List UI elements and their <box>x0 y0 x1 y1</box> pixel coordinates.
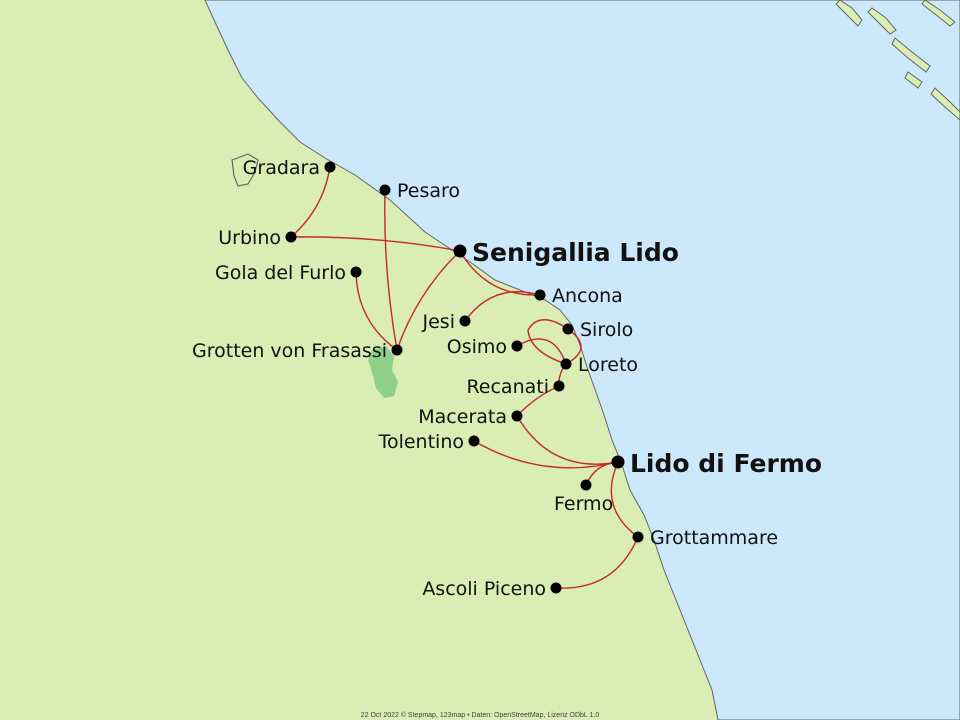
place-loreto[interactable]: Loreto <box>560 354 639 376</box>
place-ancona[interactable]: Ancona <box>534 285 623 307</box>
place-marker[interactable] <box>453 244 467 258</box>
place-macerata[interactable]: Macerata <box>418 406 523 428</box>
place-marker[interactable] <box>468 435 480 447</box>
place-frasassi[interactable]: Grotten von Frasassi <box>192 340 403 362</box>
place-marker[interactable] <box>534 289 546 301</box>
place-label: Pesaro <box>397 180 460 202</box>
route-fermolido-grottammare <box>610 461 639 538</box>
place-label: Gola del Furlo <box>215 262 346 284</box>
place-ascoli[interactable]: Ascoli Piceno <box>422 578 562 600</box>
place-marker[interactable] <box>553 380 565 392</box>
place-gradara[interactable]: Gradara <box>243 157 336 179</box>
place-senigallia[interactable]: Senigallia Lido <box>453 238 679 267</box>
place-label: Fermo <box>554 493 613 515</box>
place-urbino[interactable]: Urbino <box>218 227 297 249</box>
place-osimo[interactable]: Osimo <box>447 336 523 358</box>
place-marker[interactable] <box>511 410 523 422</box>
island <box>867 7 897 35</box>
place-marker[interactable] <box>560 358 572 370</box>
place-marker[interactable] <box>324 161 336 173</box>
route-senigallia-ancona <box>459 250 541 296</box>
place-jesi[interactable]: Jesi <box>422 311 471 333</box>
place-fermo[interactable]: Fermo <box>554 479 613 516</box>
route-furlo-frasassi <box>355 271 398 351</box>
route-urbino-senigallia <box>290 236 461 252</box>
place-label: Grottammare <box>650 527 778 549</box>
route-gradara-urbino <box>290 166 331 238</box>
place-marker[interactable] <box>459 315 471 327</box>
place-label: Recanati <box>466 376 549 398</box>
route-osimo-loreto <box>516 338 567 365</box>
place-label: Gradara <box>243 157 320 179</box>
place-label: Osimo <box>447 336 507 358</box>
place-grottammare[interactable]: Grottammare <box>632 527 779 549</box>
place-label: Ancona <box>552 285 623 307</box>
place-label: Grotten von Frasassi <box>192 340 387 362</box>
place-pesaro[interactable]: Pesaro <box>379 180 461 202</box>
place-marker[interactable] <box>285 231 297 243</box>
island <box>891 37 931 73</box>
route-grottammare-ascoli <box>555 536 639 589</box>
route-macerata-fermolido <box>516 415 619 465</box>
place-marker[interactable] <box>611 455 625 469</box>
route-pesaro-frasassi <box>384 189 398 351</box>
place-label: Ascoli Piceno <box>422 578 546 600</box>
place-label: Tolentino <box>378 431 464 453</box>
place-label: Urbino <box>218 227 281 249</box>
frasassi-park <box>368 346 398 398</box>
place-label: Lido di Fermo <box>630 449 822 478</box>
route-sirolo-loop <box>527 319 569 365</box>
place-label: Jesi <box>422 311 455 333</box>
place-marker[interactable] <box>632 531 644 543</box>
attribution: 22 Oct 2022 © Stepmap, 123map • Daten: O… <box>361 711 600 719</box>
san-marino-border <box>231 153 259 187</box>
place-label: Sirolo <box>580 319 633 341</box>
place-marker[interactable] <box>350 266 362 278</box>
place-label: Macerata <box>418 406 507 428</box>
place-marker[interactable] <box>550 582 562 594</box>
place-marker[interactable] <box>580 479 592 491</box>
place-label: Senigallia Lido <box>472 238 679 267</box>
route-jesi-ancona <box>464 291 541 322</box>
place-furlo[interactable]: Gola del Furlo <box>215 262 362 284</box>
island <box>904 71 923 89</box>
place-recanati[interactable]: Recanati <box>466 376 565 398</box>
route-senigallia-frasassi <box>396 250 461 351</box>
island <box>921 0 956 27</box>
place-marker[interactable] <box>511 340 523 352</box>
place-marker[interactable] <box>562 323 574 335</box>
place-label: Loreto <box>578 354 638 376</box>
island <box>930 87 960 121</box>
place-fermolido[interactable]: Lido di Fermo <box>611 449 823 478</box>
place-marker[interactable] <box>379 184 391 196</box>
route-tolentino-fermolido <box>473 440 619 469</box>
place-sirolo[interactable]: Sirolo <box>562 319 634 341</box>
croatian-islands <box>835 0 960 121</box>
place-marker[interactable] <box>391 344 403 356</box>
place-tolentino[interactable]: Tolentino <box>378 431 480 453</box>
island <box>835 0 863 27</box>
